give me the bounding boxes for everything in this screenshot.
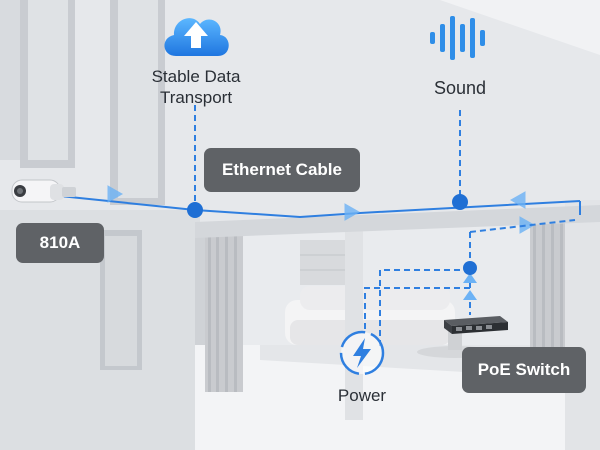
camera-icon (10, 172, 80, 208)
poe-switch-label: PoE Switch (462, 347, 586, 393)
sound-label: Sound (433, 78, 487, 98)
model-label: 810A (16, 223, 104, 263)
power-label: Power (337, 386, 387, 405)
cloud-upload-icon (158, 8, 234, 62)
cable-arrows-icon (107, 185, 536, 234)
ethernet-cable-label: Ethernet Cable (204, 148, 360, 192)
ethernet-cable-line (59, 195, 581, 219)
power-lightning-icon (337, 328, 387, 378)
sound-wave-icon (428, 14, 492, 62)
stable-data-label: Stable Data Transport (151, 67, 241, 107)
poe-switch-icon (440, 312, 510, 336)
